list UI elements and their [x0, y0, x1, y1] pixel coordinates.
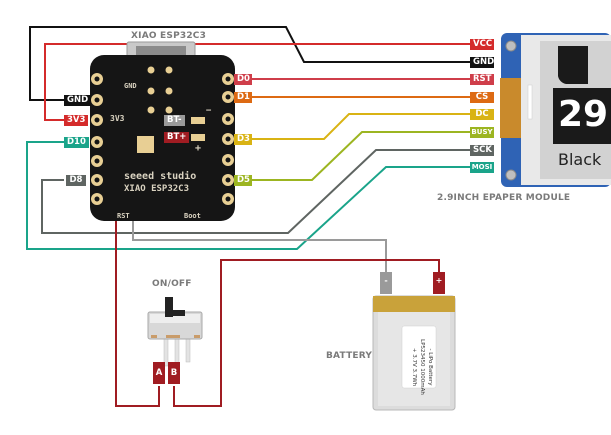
battery-minus-terminal: -: [384, 276, 388, 285]
wire-mosi: [26, 141, 470, 250]
pin-label-bt-plus: BT+: [164, 132, 190, 143]
epaper-pin-busy: BUSY: [470, 127, 494, 138]
wire-dc: [252, 113, 470, 140]
epaper-pin-cs: CS: [470, 92, 494, 103]
wire-gnd: [29, 26, 470, 101]
epaper-caption: 2.9INCH EPAPER MODULE: [437, 193, 571, 203]
pin-label-3v3: 3V3: [64, 115, 89, 126]
wire-vcc: [44, 43, 470, 121]
wire-sck: [41, 149, 470, 234]
wire-switch-b: [173, 259, 440, 407]
silk-plus: +: [195, 143, 202, 154]
wire-busy: [252, 131, 470, 181]
board-title: XIAO ESP32C3: [131, 31, 207, 41]
silk-rst: RST: [117, 212, 130, 220]
battery-caption: BATTERY: [326, 351, 373, 361]
pin-label-d8: D8: [66, 175, 86, 186]
pin-label-bt-minus: BT-: [164, 115, 185, 126]
pin-label-gnd: GND: [64, 95, 92, 106]
epaper-screen-number: 29: [558, 94, 609, 135]
battery-label: - LiPo Battery LP523450 1000mAh + 3.7V 3…: [404, 336, 434, 398]
epaper-screen-text: Black: [558, 150, 602, 169]
battery-plus-terminal: +: [435, 276, 443, 285]
silk-minus: −: [206, 106, 212, 116]
pin-label-d5: D5: [234, 175, 252, 186]
silk-model: XIAO ESP32C3: [124, 184, 190, 194]
silk-brand: seeed studio: [124, 171, 197, 182]
switch-terminal-b[interactable]: B: [170, 368, 178, 378]
epaper-pin-gnd: GND: [470, 57, 494, 68]
silk-gnd-center: GND: [124, 82, 137, 90]
lipo-battery: [372, 272, 456, 411]
switch-terminal-a[interactable]: A: [155, 368, 163, 378]
epaper-pin-mosi: MOSI: [470, 162, 494, 173]
xiao-esp32c3-board: [90, 41, 235, 221]
pin-label-d0: D0: [234, 74, 252, 85]
silk-3v3: 3V3: [110, 114, 125, 123]
pin-label-d10: D10: [64, 137, 89, 148]
switch-caption: ON/OFF: [152, 279, 192, 289]
pin-label-d1: D1: [234, 92, 252, 103]
epaper-pin-vcc: VCC: [470, 39, 494, 50]
epaper-pin-sck: SCK: [470, 145, 494, 156]
epaper-pin-rst: RST: [470, 74, 494, 85]
slide-switch[interactable]: [147, 297, 203, 384]
battery-label-line-1: - LiPo Battery: [427, 348, 433, 386]
epaper-module: [500, 33, 611, 187]
silk-boot: Boot: [184, 212, 201, 220]
battery-label-line-3: + 3.7V 3.7Wh: [411, 347, 417, 387]
pin-label-d3: D3: [234, 134, 252, 145]
battery-label-line-2: LP523450 1000mAh: [419, 339, 425, 395]
epaper-pin-dc: DC: [470, 109, 494, 120]
